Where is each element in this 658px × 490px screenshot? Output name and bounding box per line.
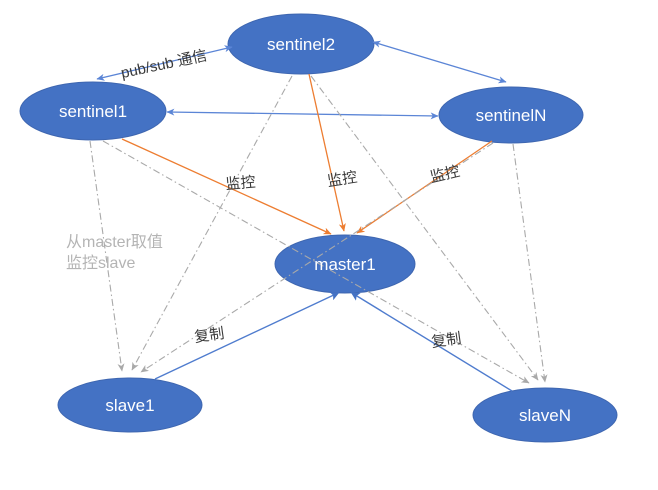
edge-peer-s1-sN [166, 108, 439, 120]
pubsub-label: pub/sub 通信 [119, 47, 208, 82]
monitor-label-2: 监控 [326, 169, 358, 190]
node-layer [19, 13, 618, 443]
edge-watch-s2-slN [310, 75, 539, 381]
node-label-master1: master1 [314, 255, 375, 274]
edge-watch-s2-sl1 [131, 75, 293, 371]
edge-replicate-sl1-m1 [154, 292, 340, 380]
edge-watch-s1-sl1 [89, 140, 125, 372]
node-slaveN [472, 387, 618, 443]
edge-monitor-sN-m1 [356, 140, 493, 234]
replicate-label-2: 复制 [430, 329, 462, 351]
edge-watch-s1-slN [102, 140, 530, 384]
replicate-label-1: 复制 [193, 324, 225, 346]
node-sentinelN [438, 86, 584, 144]
watch-note-line-2: 监控slave [66, 254, 135, 272]
edge-monitor-s1-m1 [121, 138, 332, 235]
node-label-slaveN: slaveN [519, 406, 571, 425]
node-sentinel1 [19, 81, 167, 141]
edge-layer [89, 40, 548, 392]
node-label-sentinel2: sentinel2 [267, 35, 335, 54]
watch-note-line-1: 从master取值 [66, 233, 163, 251]
node-label-slave1: slave1 [105, 396, 154, 415]
node-label-sentinelN: sentinelN [476, 106, 547, 125]
edge-monitor-s2-m1 [308, 73, 346, 232]
node-label-sentinel1: sentinel1 [59, 102, 127, 121]
node-master1 [274, 234, 416, 294]
edge-watch-sN-slN [512, 143, 548, 383]
edge-replicate-slN-m1 [350, 292, 513, 392]
monitor-label-3: 监控 [428, 163, 461, 186]
edge-peer-s1-s2 [96, 45, 233, 81]
edge-watch-sN-sl1 [140, 142, 494, 373]
edge-peer-s2-sN [372, 40, 507, 84]
node-slave1 [57, 377, 203, 433]
monitor-label-1: 监控 [225, 174, 256, 194]
